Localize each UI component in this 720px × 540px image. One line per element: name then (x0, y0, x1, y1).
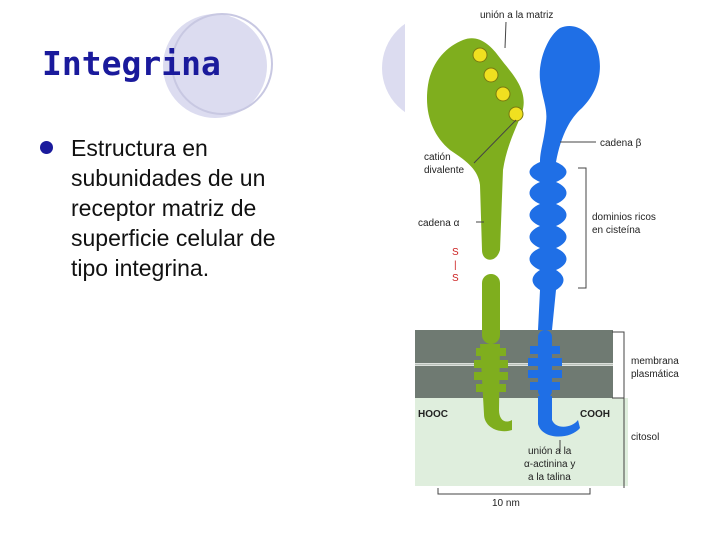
matrix-binding-label: unión a la matriz (480, 10, 553, 21)
hooc-label: HOOC (418, 409, 448, 420)
cation-label-line2: divalente (424, 165, 464, 176)
cytosol-region (415, 398, 628, 486)
disulfide-s-top: S (452, 247, 459, 258)
alpha-chain-label: cadena α (418, 218, 460, 229)
cysteine-domains-line2: en cisteína (592, 225, 641, 236)
disulfide-bond: | (454, 260, 457, 271)
deco-circle-ring (171, 13, 273, 115)
membrane-label-line1: membrana (631, 356, 679, 367)
bullet-item: Estructura en subunidades de un receptor… (40, 133, 340, 283)
cation-label-line1: catión (424, 152, 451, 163)
deco-circle-filled (163, 14, 267, 118)
disulfide-s-bottom: S (452, 273, 459, 284)
membrane-inner-leaflet (415, 366, 613, 398)
cytosol-label: citosol (631, 432, 659, 443)
leader-lines (437, 21, 625, 495)
scale-bar-label: 10 nm (492, 498, 520, 509)
bullet-text: Estructura en subunidades de un receptor… (71, 135, 276, 281)
divalent-cations (472, 47, 524, 122)
cysteine-domains-line1: dominios ricos (592, 212, 656, 223)
membrane-outer-leaflet (415, 330, 613, 363)
slide-title: Integrina (42, 44, 221, 83)
actinin-label-line2: α-actinina y (524, 459, 575, 470)
beta-chain-label: cadena β (600, 138, 642, 149)
cooh-label: COOH (580, 409, 610, 420)
actinin-label-line3: a la talina (528, 472, 571, 483)
beta-subunit (528, 26, 600, 437)
actinin-label-line1: unión a la (528, 446, 572, 457)
bullet-dot-icon (40, 141, 53, 154)
membrane-label-line2: plasmática (631, 369, 679, 380)
